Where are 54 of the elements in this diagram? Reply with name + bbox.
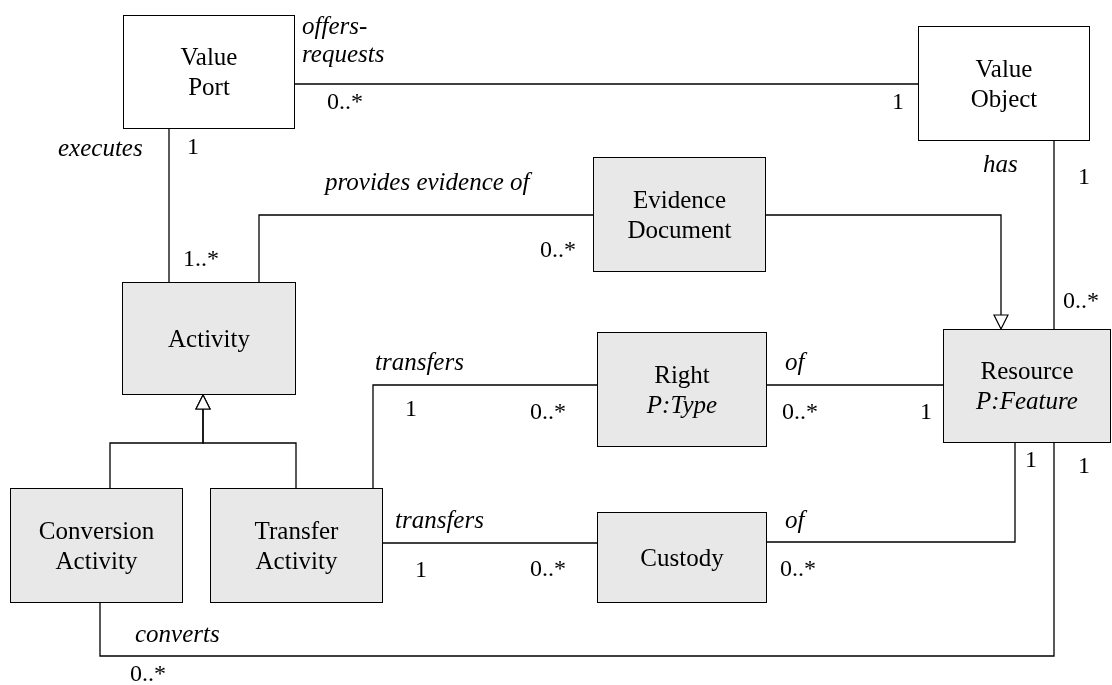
multiplicity-label: 1 <box>892 88 904 115</box>
role-label: transfers <box>395 506 484 534</box>
class-name: Custody <box>640 542 724 573</box>
class-stereotype: P:Type <box>646 389 718 420</box>
class-name: Value Object <box>969 53 1039 114</box>
class-name: Resource <box>980 356 1074 386</box>
association-line <box>766 384 944 386</box>
multiplicity-label: 1 <box>405 395 417 422</box>
class-stereotype: P:Feature <box>976 386 1078 416</box>
multiplicity-label: 1 <box>920 398 932 425</box>
role-label: converts <box>135 620 220 648</box>
multiplicity-label: 0..* <box>130 660 166 685</box>
multiplicity-label: 1..* <box>183 245 219 272</box>
association-line <box>258 214 594 283</box>
association-line <box>168 128 170 283</box>
role-label: offers-requests <box>302 12 386 67</box>
class-box <box>123 15 295 129</box>
class-box <box>210 488 383 603</box>
multiplicity-label: 1 <box>415 556 427 583</box>
association-line <box>99 442 1055 657</box>
class-box <box>943 329 1111 443</box>
multiplicity-label: 0..* <box>780 555 816 582</box>
class-box <box>597 332 767 447</box>
role-label: executes <box>58 134 143 162</box>
generalization-arrow <box>195 394 297 489</box>
multiplicity-label: 1 <box>1078 452 1090 479</box>
role-label: has <box>983 150 1018 178</box>
class-box <box>918 26 1090 141</box>
association-line <box>372 384 598 489</box>
multiplicity-label: 0..* <box>327 88 363 115</box>
multiplicity-label: 1 <box>187 133 199 160</box>
class-name: Conversion Activity <box>37 515 156 576</box>
class-name: Transfer Activity <box>253 515 340 576</box>
association-line <box>294 83 919 85</box>
multiplicity-label: 0..* <box>530 555 566 582</box>
role-label: transfers <box>375 348 464 376</box>
class-name: Evidence Document <box>626 184 733 245</box>
class-name: Value Port <box>179 42 239 102</box>
multiplicity-label: 0..* <box>530 398 566 425</box>
class-name: Activity <box>168 323 250 354</box>
class-box <box>122 282 296 395</box>
multiplicity-label: 0..* <box>782 398 818 425</box>
multiplicity-label: 0..* <box>1063 287 1099 314</box>
class-name: Right <box>654 359 710 390</box>
class-box <box>10 488 183 603</box>
multiplicity-label: 1 <box>1025 446 1037 473</box>
association-line <box>382 542 598 544</box>
class-box <box>597 512 767 603</box>
generalization-arrow <box>765 214 1009 330</box>
association-line <box>1053 140 1055 330</box>
multiplicity-label: 1 <box>1078 163 1090 190</box>
association-line <box>766 442 1016 543</box>
class-box <box>593 157 766 272</box>
multiplicity-label: 0..* <box>540 236 576 263</box>
